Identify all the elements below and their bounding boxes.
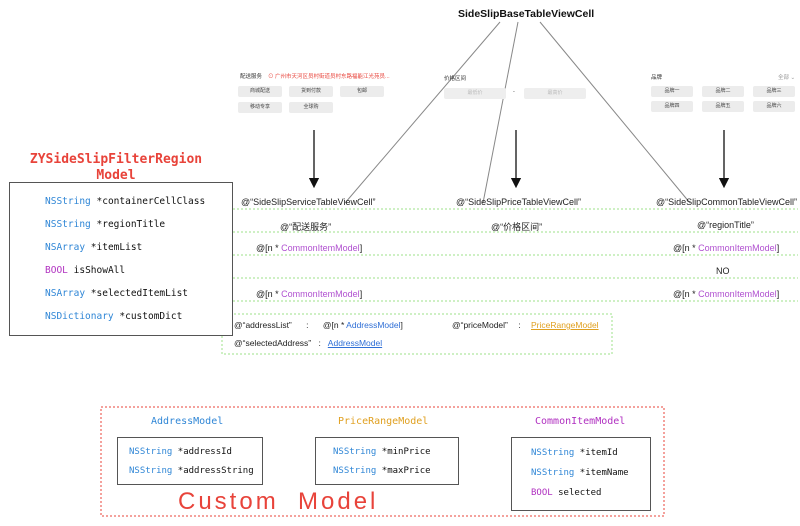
service-selected-item-list: @[n * CommonItemModel] — [256, 289, 363, 299]
common-show-all: NO — [716, 266, 730, 276]
price-range-model-box — [315, 437, 459, 485]
prop-custom-dict: NSDictionary *customDict — [45, 311, 183, 322]
address-model-title: AddressModel — [151, 416, 224, 427]
brand-tag[interactable]: 品牌三 — [753, 86, 795, 97]
service-location: ⊙ 广州市天河区员村街道员村东路福能江光苑员... — [268, 74, 390, 80]
service-item-list: @[n * CommonItemModel] — [256, 243, 363, 253]
common-region-title: @“regionTitle” — [697, 220, 754, 230]
service-region-title: @“配送服务” — [280, 222, 332, 232]
service-tag[interactable]: 商城配送 — [238, 86, 282, 97]
brand-all-toggle[interactable]: 全部 ⌄ — [778, 75, 796, 81]
min-price-input[interactable]: 最低价 — [444, 88, 506, 99]
service-tag[interactable]: 全球购 — [289, 102, 333, 113]
max-price-input[interactable]: 最高价 — [524, 88, 586, 99]
common-item-list: @[n * CommonItemModel] — [673, 243, 780, 253]
common-item-model-box — [511, 437, 651, 511]
inherit-line-price — [482, 21, 519, 204]
diagram-title: SideSlipBaseTableViewCell — [458, 8, 595, 20]
address-id-prop: NSString *addressId — [129, 447, 232, 457]
prop-selected-item-list: NSArray *selectedItemList — [45, 288, 189, 299]
brand-tag[interactable]: 品牌四 — [651, 101, 693, 112]
prop-region-title: NSString *regionTitle — [45, 219, 166, 230]
price-cell-class: @“SideSlipPriceTableViewCell” — [456, 197, 582, 207]
service-cell-class: @“SideSlipServiceTableViewCell” — [241, 197, 376, 207]
price-model-entry: @“priceModel” : PriceRangeModel — [452, 320, 599, 330]
address-string-prop: NSString *addressString — [129, 466, 254, 476]
region-model-title: ZYSideSlipFilterRegion Model — [29, 152, 203, 183]
brand-tag[interactable]: 品牌一 — [651, 86, 693, 97]
address-model-box — [117, 437, 263, 485]
common-cell-class: @“SideSlipCommonTableViewCell” — [656, 197, 798, 207]
item-id-prop: NSString *itemId — [531, 448, 618, 458]
price-region-title: @“价格区间” — [491, 222, 543, 232]
price-heading: 价格区间 — [444, 76, 467, 82]
brand-tag[interactable]: 品牌六 — [753, 101, 795, 112]
item-name-prop: NSString *itemName — [531, 468, 629, 478]
brand-tag[interactable]: 品牌二 — [702, 86, 744, 97]
prop-container-cell-class: NSString *containerCellClass — [45, 196, 206, 207]
common-selected-item-list: @[n * CommonItemModel] — [673, 289, 780, 299]
prop-is-show-all: BOOL isShowAll — [45, 265, 126, 276]
selected-prop: BOOL selected — [531, 488, 602, 498]
inherit-line-common — [539, 21, 691, 204]
custom-model-label: Custom Model — [178, 488, 379, 515]
address-list-entry: @“addressList” : @[n * AddressModel] — [234, 320, 403, 330]
service-heading: 配送服务 — [240, 74, 263, 80]
custom-model-box — [100, 406, 665, 517]
location-pin-icon: ⊙ — [268, 74, 274, 80]
inherit-line-service — [344, 21, 501, 204]
brand-heading: 品牌 — [651, 75, 663, 81]
price-range-model-title: PriceRangeModel — [338, 416, 429, 427]
prop-item-list: NSArray *itemList — [45, 242, 143, 253]
chevron-down-icon: ⌄ — [790, 75, 796, 81]
brand-tag[interactable]: 品牌五 — [702, 101, 744, 112]
region-model-box — [9, 182, 233, 336]
common-item-model-title: CommonItemModel — [535, 416, 626, 427]
service-tag[interactable]: 移动专享 — [238, 102, 282, 113]
selected-address-entry: @“selectedAddress” : AddressModel — [234, 338, 383, 348]
price-dash: - — [513, 89, 515, 95]
service-tag[interactable]: 包邮 — [340, 86, 384, 97]
min-price-prop: NSString *minPrice — [333, 447, 431, 457]
service-tag[interactable]: 货到付款 — [289, 86, 333, 97]
max-price-prop: NSString *maxPrice — [333, 466, 431, 476]
